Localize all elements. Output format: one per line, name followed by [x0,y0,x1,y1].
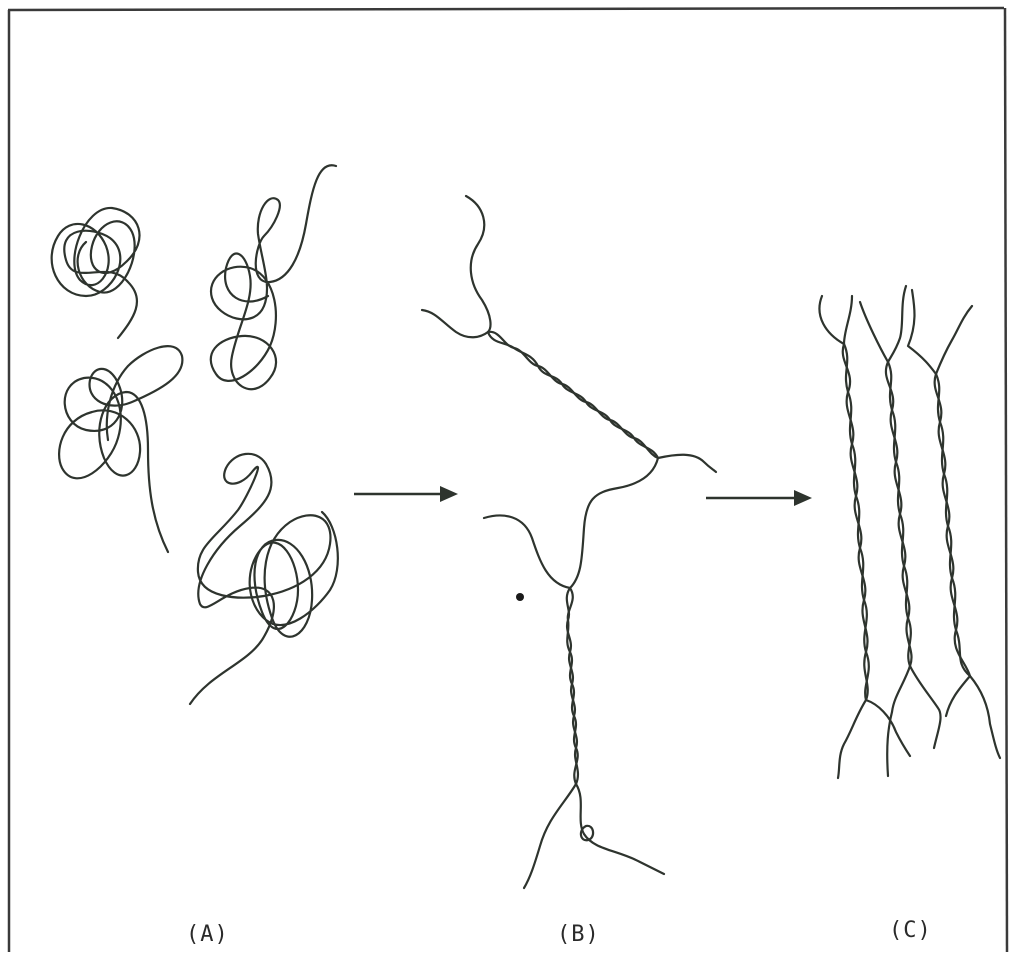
panel-a-random-coils [52,165,338,704]
panel-label-b: (B) [557,922,600,947]
c-helix-2-s1 [886,362,912,666]
panel-b-partial-helices [422,196,716,888]
b-upper-free-end-left [466,196,490,332]
b-upper-helix-s1 [488,332,658,458]
arrow-a-to-b [354,486,458,502]
c-top-strands [819,286,972,374]
c-bottom-strands [838,666,1000,778]
panel-label-c: (C) [889,918,932,943]
b-upper-helix-s2 [488,332,658,458]
b-upper-free-end-left2 [422,310,488,337]
b-bottom-free-end-right [576,784,664,874]
b-upper-free-end-right2 [570,458,658,588]
panel-c-triple-helices [819,286,1000,778]
b-upper-free-end-right [658,455,716,472]
coil-a1 [52,208,140,338]
coil-a4 [190,454,338,704]
arrow-b-to-c [706,490,812,506]
coil-a3 [59,346,182,552]
b-lower-free-end-left [484,515,570,588]
b-bottom-free-end-left [524,784,576,888]
coil-a2 [211,165,336,389]
ink-speck [516,593,524,601]
panel-label-a: (A) [186,922,229,947]
